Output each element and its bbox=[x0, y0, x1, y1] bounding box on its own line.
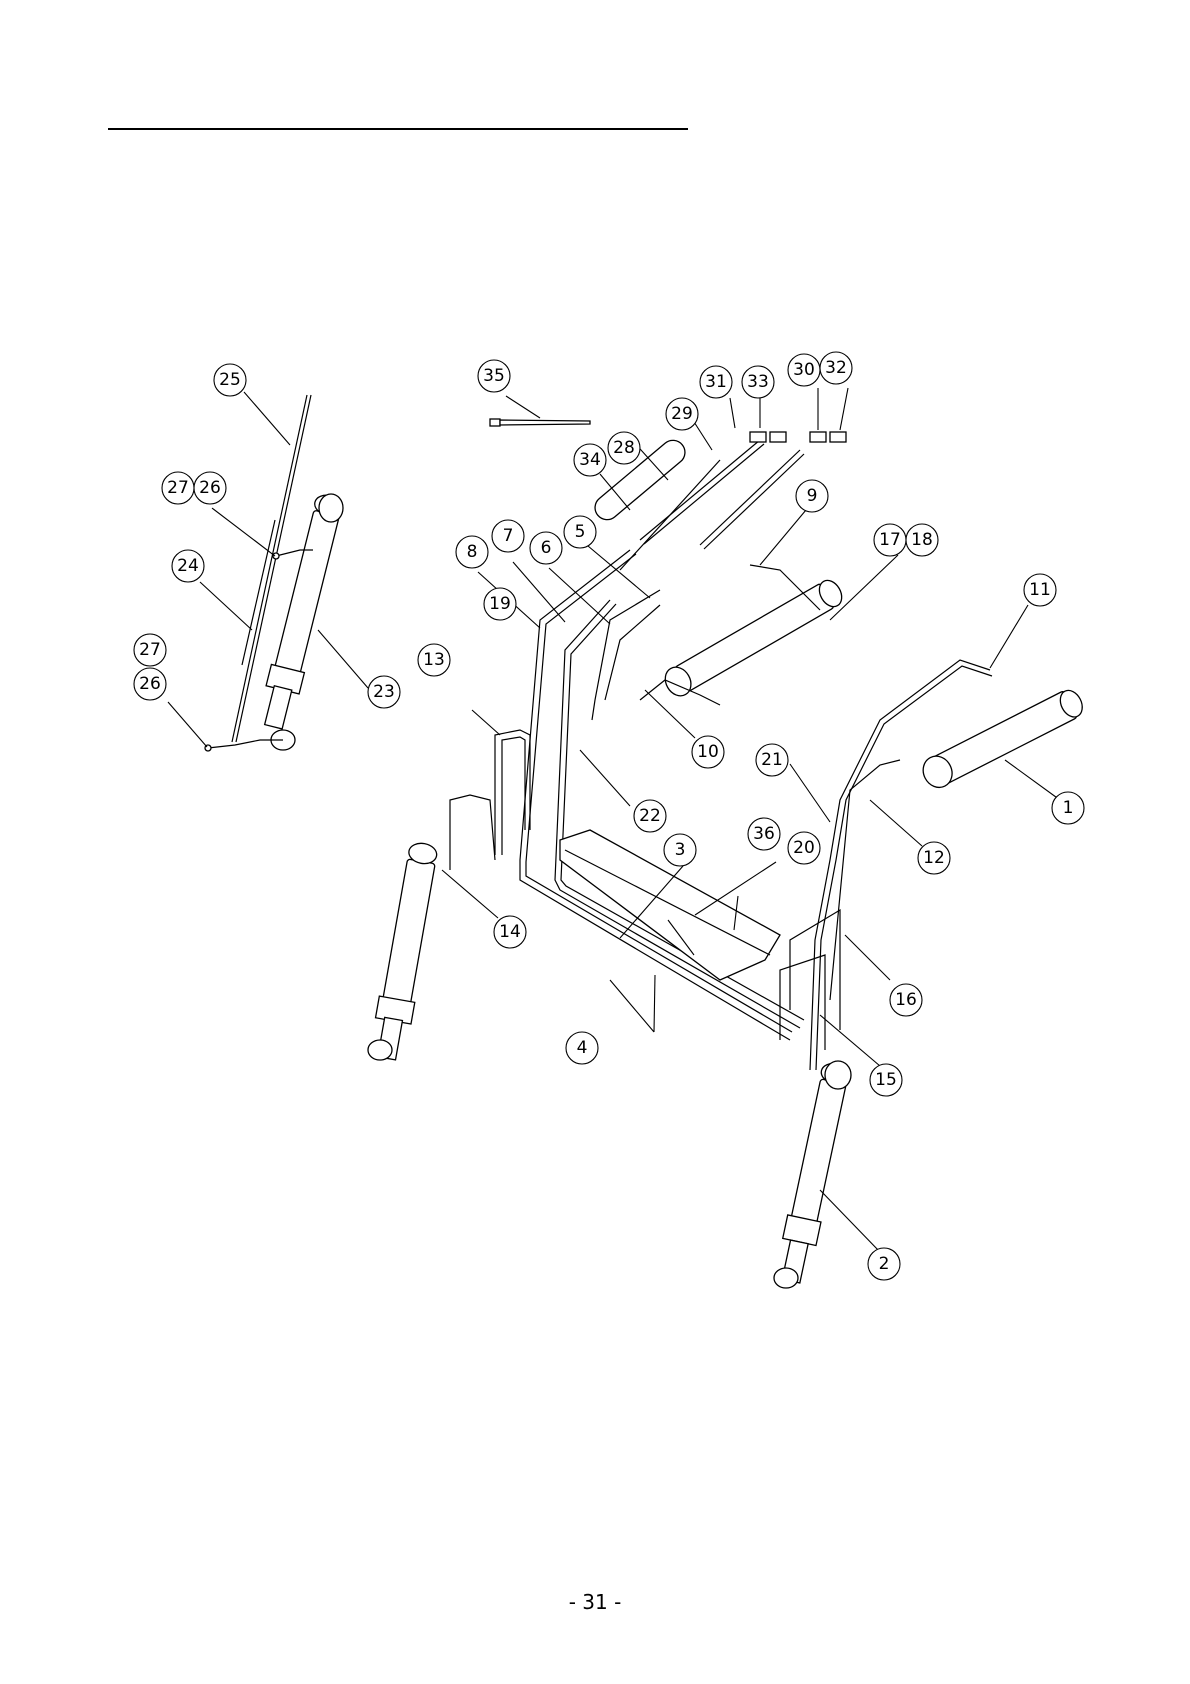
callout-label: 12 bbox=[923, 848, 945, 868]
callout-27: 27 bbox=[162, 472, 194, 504]
callout-33: 33 bbox=[742, 366, 774, 398]
pipe-loops bbox=[780, 910, 840, 1050]
callout-2: 2 bbox=[868, 1248, 900, 1280]
callout-25: 25 bbox=[214, 364, 246, 396]
cylinder-14-assembly bbox=[368, 730, 530, 1061]
callout-label: 34 bbox=[579, 450, 601, 470]
callout-21: 21 bbox=[756, 744, 788, 776]
callout-1: 1 bbox=[1052, 792, 1084, 824]
callout-label: 32 bbox=[825, 358, 847, 378]
callout-20: 20 bbox=[788, 832, 820, 864]
callout-label: 29 bbox=[671, 404, 693, 424]
callout-label: 13 bbox=[423, 650, 445, 670]
callout-label: 36 bbox=[753, 824, 775, 844]
callout-label: 35 bbox=[483, 366, 505, 386]
callout-label: 28 bbox=[613, 438, 635, 458]
callout-label: 9 bbox=[807, 486, 818, 506]
callout-11: 11 bbox=[1024, 574, 1056, 606]
callout-29: 29 bbox=[666, 398, 698, 430]
callout-12: 12 bbox=[918, 842, 950, 874]
callout-4: 4 bbox=[566, 1032, 598, 1064]
callout-18: 18 bbox=[906, 524, 938, 556]
callout-35: 35 bbox=[478, 360, 510, 392]
callout-label: 27 bbox=[167, 478, 189, 498]
callout-7: 7 bbox=[492, 520, 524, 552]
callout-23: 23 bbox=[368, 676, 400, 708]
callout-22: 22 bbox=[634, 800, 666, 832]
callout-label: 19 bbox=[489, 594, 511, 614]
callout-14: 14 bbox=[494, 916, 526, 948]
callout-32: 32 bbox=[820, 352, 852, 384]
callout-13: 13 bbox=[418, 644, 450, 676]
callout-26: 26 bbox=[134, 668, 166, 700]
callout-label: 8 bbox=[467, 542, 478, 562]
callout-label: 22 bbox=[639, 806, 661, 826]
callout-15: 15 bbox=[870, 1064, 902, 1096]
cylinder-23-assembly bbox=[205, 395, 347, 751]
callout-30: 30 bbox=[788, 354, 820, 386]
callout-label: 24 bbox=[177, 556, 199, 576]
callout-9: 9 bbox=[796, 480, 828, 512]
cylinder-10-assembly bbox=[640, 565, 847, 705]
callout-label: 16 bbox=[895, 990, 917, 1010]
callout-10: 10 bbox=[692, 736, 724, 768]
callout-label: 26 bbox=[199, 478, 221, 498]
callout-3: 3 bbox=[664, 834, 696, 866]
callout-label: 33 bbox=[747, 372, 769, 392]
callout-19: 19 bbox=[484, 588, 516, 620]
callout-label: 4 bbox=[577, 1038, 588, 1058]
callout-label: 23 bbox=[373, 682, 395, 702]
page-number: - 31 - bbox=[0, 1590, 1190, 1614]
callout-24: 24 bbox=[172, 550, 204, 582]
callout-label: 6 bbox=[541, 538, 552, 558]
callout-label: 2 bbox=[879, 1254, 890, 1274]
callout-label: 7 bbox=[503, 526, 514, 546]
callout-label: 31 bbox=[705, 372, 727, 392]
callout-label: 20 bbox=[793, 838, 815, 858]
callout-28: 28 bbox=[608, 432, 640, 464]
callout-5: 5 bbox=[564, 516, 596, 548]
callout-36: 36 bbox=[748, 818, 780, 850]
callout-8: 8 bbox=[456, 536, 488, 568]
callout-label: 30 bbox=[793, 360, 815, 380]
callout-26: 26 bbox=[194, 472, 226, 504]
callout-label: 25 bbox=[219, 370, 241, 390]
callout-label: 18 bbox=[911, 530, 933, 550]
callout-label: 5 bbox=[575, 522, 586, 542]
cable-tie-35 bbox=[490, 419, 590, 426]
callout-16: 16 bbox=[890, 984, 922, 1016]
callout-label: 3 bbox=[675, 840, 686, 860]
callout-27: 27 bbox=[134, 634, 166, 666]
callout-label: 11 bbox=[1029, 580, 1051, 600]
callout-31: 31 bbox=[700, 366, 732, 398]
callout-label: 1 bbox=[1063, 798, 1074, 818]
callout-label: 21 bbox=[761, 750, 783, 770]
callout-label: 17 bbox=[879, 530, 901, 550]
callout-17: 17 bbox=[874, 524, 906, 556]
callout-label: 15 bbox=[875, 1070, 897, 1090]
callout-label: 10 bbox=[697, 742, 719, 762]
callout-label: 26 bbox=[139, 674, 161, 694]
callout-6: 6 bbox=[530, 532, 562, 564]
callout-label: 14 bbox=[499, 922, 521, 942]
callout-34: 34 bbox=[574, 444, 606, 476]
cylinder-2-assembly bbox=[774, 1060, 854, 1288]
callout-label: 27 bbox=[139, 640, 161, 660]
